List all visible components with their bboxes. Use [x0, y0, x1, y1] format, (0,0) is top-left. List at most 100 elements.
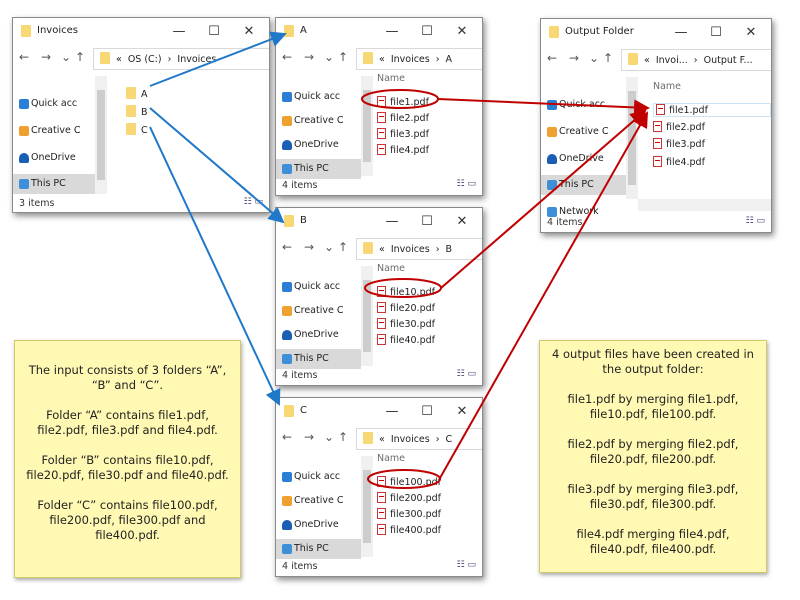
scrollbar-thumb[interactable]	[363, 470, 371, 543]
scrollbar-thumb[interactable]	[628, 91, 636, 185]
address-bar[interactable]: «Invoices›A	[356, 48, 482, 70]
file-item[interactable]: file2.pdf	[653, 121, 705, 133]
close-button[interactable]: ✕	[745, 25, 757, 40]
title-bar[interactable]: Output Folder—☐✕	[541, 19, 771, 47]
nav-item[interactable]: Quick acc	[276, 277, 361, 297]
up-arrow-icon[interactable]: ↑	[338, 50, 349, 64]
minimize-button[interactable]: —	[385, 214, 399, 229]
address-bar[interactable]: «Invoi...›Output F...	[621, 49, 771, 71]
up-arrow-icon[interactable]: ↑	[338, 430, 349, 444]
title-bar[interactable]: Invoices—☐✕	[13, 18, 269, 46]
scrollbar-thumb[interactable]	[97, 90, 105, 180]
maximize-button[interactable]: ☐	[208, 24, 220, 39]
back-arrow-icon[interactable]: ←	[547, 51, 558, 65]
view-toggle-icons[interactable]: ☷ ▭	[456, 369, 476, 379]
nav-item[interactable]: OneDrive	[276, 325, 361, 345]
close-button[interactable]: ✕	[456, 214, 468, 229]
recent-dropdown-icon[interactable]: ⌄	[324, 430, 335, 444]
breadcrumb-item[interactable]: ›	[167, 54, 172, 65]
forward-arrow-icon[interactable]: →	[304, 430, 315, 444]
nav-item[interactable]: Creative C	[541, 122, 626, 142]
file-item[interactable]: file10.pdf	[377, 286, 435, 298]
view-toggle-icons[interactable]: ☷ ▭	[456, 179, 476, 189]
nav-item[interactable]: Creative C	[13, 121, 95, 141]
maximize-button[interactable]: ☐	[421, 24, 433, 39]
nav-item[interactable]: This PC	[13, 174, 95, 194]
minimize-button[interactable]: —	[674, 25, 688, 40]
nav-item[interactable]: Creative C	[276, 111, 361, 131]
breadcrumb-item[interactable]: «	[116, 54, 122, 65]
minimize-button[interactable]: —	[385, 24, 399, 39]
file-item[interactable]: file30.pdf	[377, 318, 435, 330]
back-arrow-icon[interactable]: ←	[19, 50, 30, 64]
file-item[interactable]: file100.pdf	[377, 476, 441, 488]
horizontal-scrollbar[interactable]	[638, 199, 771, 211]
close-button[interactable]: ✕	[456, 404, 468, 419]
vertical-scrollbar[interactable]	[361, 456, 373, 557]
file-item[interactable]: file200.pdf	[377, 492, 441, 504]
nav-item[interactable]: This PC	[541, 175, 626, 195]
breadcrumb-item[interactable]: «	[379, 244, 385, 255]
nav-item[interactable]: Quick acc	[276, 87, 361, 107]
nav-item[interactable]: OneDrive	[13, 148, 95, 168]
view-toggle-icons[interactable]: ☷ ▭	[243, 197, 263, 207]
nav-item[interactable]: OneDrive	[541, 149, 626, 169]
maximize-button[interactable]: ☐	[710, 25, 722, 40]
minimize-button[interactable]: —	[172, 24, 186, 39]
title-bar[interactable]: A—☐✕	[276, 18, 482, 46]
nav-item[interactable]: This PC	[276, 159, 361, 179]
nav-item[interactable]: Quick acc	[541, 95, 626, 115]
recent-dropdown-icon[interactable]: ⌄	[61, 50, 72, 64]
forward-arrow-icon[interactable]: →	[304, 240, 315, 254]
nav-item[interactable]: OneDrive	[276, 135, 361, 155]
vertical-scrollbar[interactable]	[95, 76, 107, 194]
address-bar[interactable]: «Invoices›B	[356, 238, 482, 260]
column-header-name[interactable]: Name	[377, 263, 406, 274]
maximize-button[interactable]: ☐	[421, 214, 433, 229]
column-header-name[interactable]: Name	[377, 453, 406, 464]
recent-dropdown-icon[interactable]: ⌄	[589, 51, 600, 65]
breadcrumb-item[interactable]: ›	[435, 54, 440, 65]
up-arrow-icon[interactable]: ↑	[603, 51, 614, 65]
breadcrumb-item[interactable]: «	[379, 434, 385, 445]
breadcrumb-item[interactable]: ›	[435, 434, 440, 445]
vertical-scrollbar[interactable]	[361, 266, 373, 366]
scrollbar-thumb[interactable]	[363, 280, 371, 352]
close-button[interactable]: ✕	[456, 24, 468, 39]
nav-item[interactable]: Creative C	[276, 301, 361, 321]
back-arrow-icon[interactable]: ←	[282, 50, 293, 64]
nav-item[interactable]: Quick acc	[276, 467, 361, 487]
file-item[interactable]: file20.pdf	[377, 302, 435, 314]
nav-item[interactable]: This PC	[276, 349, 361, 369]
address-bar[interactable]: «Invoices›C	[356, 428, 482, 450]
maximize-button[interactable]: ☐	[421, 404, 433, 419]
breadcrumb-item[interactable]: ›	[435, 244, 440, 255]
up-arrow-icon[interactable]: ↑	[338, 240, 349, 254]
file-item[interactable]: file4.pdf	[653, 156, 705, 168]
title-bar[interactable]: B—☐✕	[276, 208, 482, 236]
view-toggle-icons[interactable]: ☷ ▭	[456, 560, 476, 570]
file-item[interactable]: file40.pdf	[377, 334, 435, 346]
file-item[interactable]: file3.pdf	[653, 138, 705, 150]
vertical-scrollbar[interactable]	[626, 77, 638, 199]
file-item[interactable]: file1.pdf	[377, 96, 429, 108]
folder-item[interactable]: C	[126, 123, 148, 136]
file-item[interactable]: file1.pdf	[653, 103, 771, 117]
forward-arrow-icon[interactable]: →	[41, 50, 52, 64]
breadcrumb-item[interactable]: «	[644, 55, 650, 66]
back-arrow-icon[interactable]: ←	[282, 430, 293, 444]
close-button[interactable]: ✕	[243, 24, 255, 39]
column-header-name[interactable]: Name	[377, 73, 406, 84]
forward-arrow-icon[interactable]: →	[569, 51, 580, 65]
file-item[interactable]: file4.pdf	[377, 144, 429, 156]
address-bar[interactable]: «OS (C:)›Invoices	[93, 48, 269, 70]
file-item[interactable]: file300.pdf	[377, 508, 441, 520]
nav-item[interactable]: This PC	[276, 539, 361, 559]
file-item[interactable]: file2.pdf	[377, 112, 429, 124]
nav-item[interactable]: Creative C	[276, 491, 361, 511]
vertical-scrollbar[interactable]	[361, 76, 373, 176]
title-bar[interactable]: C—☐✕	[276, 398, 482, 426]
minimize-button[interactable]: —	[385, 404, 399, 419]
nav-item[interactable]: Quick acc	[13, 94, 95, 114]
back-arrow-icon[interactable]: ←	[282, 240, 293, 254]
